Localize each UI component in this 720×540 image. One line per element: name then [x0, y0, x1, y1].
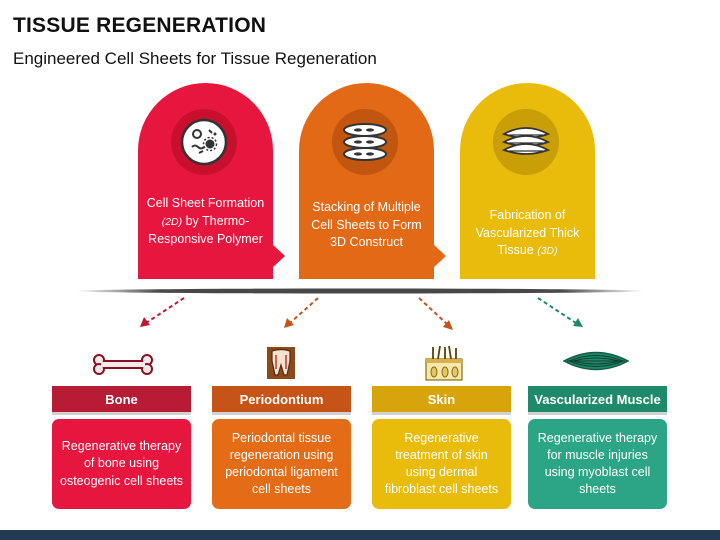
dashed-arrow-icon [537, 297, 583, 327]
application-label-bone: Bone [52, 386, 191, 415]
application-label-periodontium: Periodontium [212, 386, 351, 415]
arrow-right-icon [260, 244, 285, 268]
step-text: Fabrication of Vascularized Thick Tissue… [475, 208, 580, 257]
application-label-muscle: Vascularized Muscle [528, 386, 667, 415]
page-title: TISSUE REGENERATION [13, 14, 267, 37]
step-text: Stacking of Multiple Cell Sheets to Form… [311, 200, 422, 249]
cell-culture-icon [171, 109, 237, 175]
dashed-arrow-icon [418, 297, 453, 330]
application-description-bone: Regenerative therapy of bone using osteo… [52, 419, 191, 509]
application-description-periodontium: Periodontal tissue regeneration using pe… [212, 419, 351, 509]
dashed-arrow-icon [284, 297, 319, 328]
step-card-cell-sheet-formation: Cell Sheet Formation (2D) by Thermo-Resp… [138, 83, 273, 279]
dashed-arrow-icon [140, 297, 185, 327]
divider [75, 288, 645, 294]
skin-icon [425, 345, 463, 381]
step-card-fabrication: Fabrication of Vascularized Thick Tissue… [460, 83, 595, 279]
thick-tissue-icon [493, 109, 559, 175]
application-description-muscle: Regenerative therapy for muscle injuries… [528, 419, 667, 509]
bone-icon [93, 354, 153, 375]
page-subtitle: Engineered Cell Sheets for Tissue Regene… [13, 49, 377, 68]
arrow-right-icon [421, 244, 446, 268]
tooth-icon [267, 347, 295, 379]
footer-band [0, 530, 720, 540]
application-label-skin: Skin [372, 386, 511, 415]
step-text: Cell Sheet Formation (2D) by Thermo-Resp… [146, 196, 265, 246]
application-description-skin: Regenerative treatment of skin using der… [372, 419, 511, 509]
muscle-icon [563, 351, 629, 371]
step-card-stacking: Stacking of Multiple Cell Sheets to Form… [299, 83, 434, 279]
stacked-sheets-icon [332, 109, 398, 175]
